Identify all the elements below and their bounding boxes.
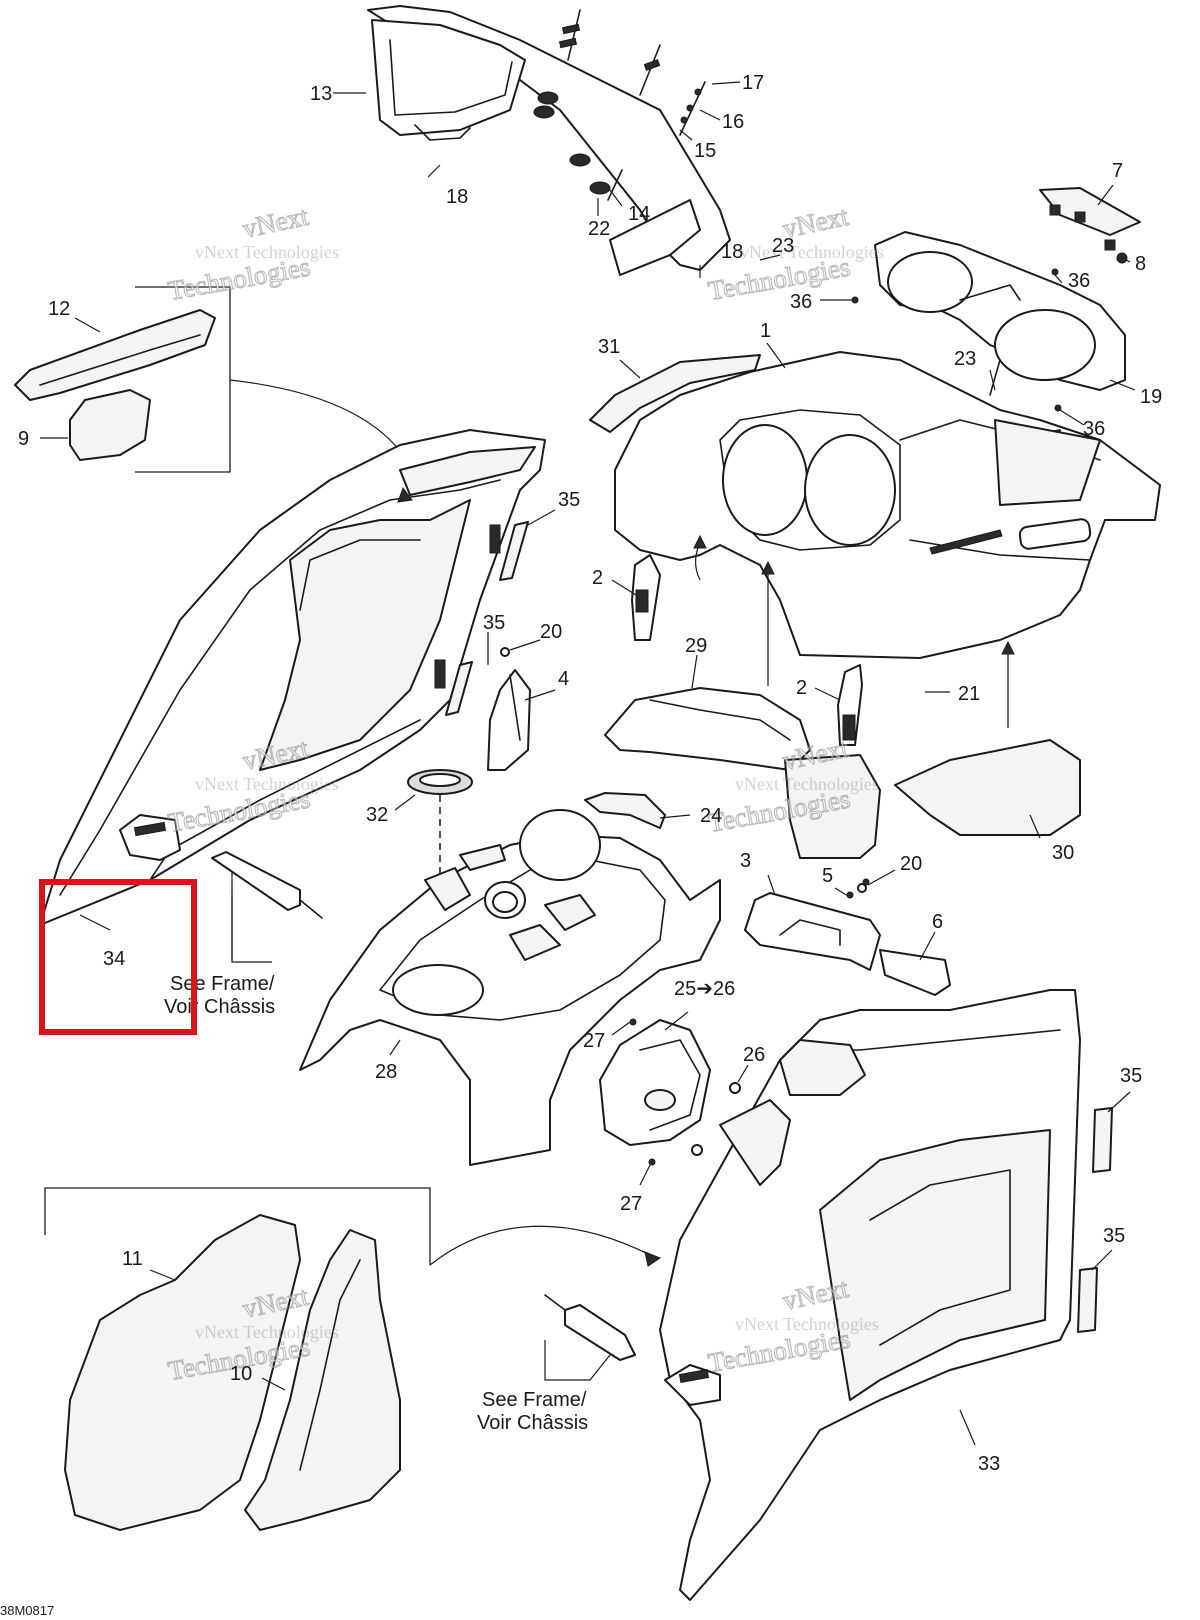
part-34-left-side-panel bbox=[39, 429, 546, 960]
inset-panel-9-12 bbox=[14, 286, 421, 491]
callout-36: 36 bbox=[1083, 418, 1105, 440]
part-31-trim bbox=[589, 354, 761, 433]
callout-27: 27 bbox=[620, 1193, 642, 1215]
callout-14: 14 bbox=[628, 203, 650, 225]
callout-30: 30 bbox=[1052, 842, 1074, 864]
callout-20: 20 bbox=[900, 853, 922, 875]
callout-22: 22 bbox=[588, 218, 610, 240]
callout-7: 7 bbox=[1112, 160, 1123, 182]
watermark-text: vNext Technologies bbox=[735, 1314, 879, 1334]
callout-11: 11 bbox=[122, 1248, 143, 1270]
callout-33: 33 bbox=[978, 1453, 1000, 1475]
callout-16: 16 bbox=[722, 111, 744, 133]
callout-8: 8 bbox=[1135, 253, 1146, 275]
drawing-code: 38M0817 bbox=[0, 1603, 54, 1618]
callout-32: 32 bbox=[366, 804, 388, 826]
callout-27: 27 bbox=[583, 1030, 605, 1052]
part-24-bracket bbox=[584, 792, 666, 829]
part-33-right-side-panel bbox=[659, 989, 1113, 1601]
watermark-text: vNext Technologies bbox=[735, 774, 879, 794]
callout-1: 1 bbox=[760, 320, 771, 342]
callout-10: 10 bbox=[230, 1363, 252, 1385]
callout-19: 19 bbox=[1140, 386, 1162, 408]
callout-5: 5 bbox=[822, 865, 833, 887]
callout-34: 34 bbox=[103, 948, 125, 970]
callout-35: 35 bbox=[558, 489, 580, 511]
callout-labels: 1 2 2 3 4 5 6 7 8 9 10 11 12 13 14 15 16… bbox=[18, 72, 1162, 1475]
callout-18: 18 bbox=[446, 186, 468, 208]
part-29-duct bbox=[604, 687, 811, 771]
callout-36: 36 bbox=[790, 291, 812, 313]
part-28-tank-cover bbox=[299, 809, 721, 1166]
callout-35: 35 bbox=[1120, 1065, 1142, 1087]
callout-4: 4 bbox=[558, 668, 569, 690]
callout-2: 2 bbox=[796, 677, 807, 699]
part-32-ring bbox=[407, 769, 473, 950]
watermark-text: vNext Technologies bbox=[195, 1322, 339, 1342]
pin-bolt-bottom bbox=[544, 1294, 636, 1381]
leader-lines bbox=[40, 81, 1136, 1446]
watermark-text: vNext bbox=[240, 201, 311, 244]
callout-3: 3 bbox=[740, 850, 751, 872]
watermark-text: vNext bbox=[780, 201, 851, 244]
callout-26: 26 bbox=[743, 1044, 765, 1066]
callout-6: 6 bbox=[932, 911, 943, 933]
callout-24: 24 bbox=[700, 805, 722, 827]
part-1-upper-body bbox=[614, 351, 1161, 659]
see-frame-note-line1: See Frame/ bbox=[482, 1389, 587, 1411]
part-3-5-6-brackets bbox=[744, 878, 951, 996]
inset-panel-10-11 bbox=[44, 1187, 651, 1531]
part-25-26-27-assembly bbox=[599, 1018, 741, 1166]
callout-20: 20 bbox=[540, 621, 562, 643]
callout-23: 23 bbox=[954, 348, 976, 370]
part-30-side-cover bbox=[784, 739, 1081, 859]
callout-13: 13 bbox=[310, 83, 332, 105]
see-frame-note-line2: Voir Châssis bbox=[477, 1412, 588, 1434]
callout-15: 15 bbox=[694, 140, 716, 162]
watermark-text: vNext Technologies bbox=[195, 242, 339, 262]
callout-9: 9 bbox=[18, 428, 29, 450]
part-19-gauge-housing bbox=[851, 187, 1141, 412]
trim-strips-35-left bbox=[445, 521, 529, 716]
callout-29: 29 bbox=[685, 635, 707, 657]
windshield-hardware bbox=[533, 9, 706, 201]
callout-12: 12 bbox=[48, 298, 70, 320]
callout-2: 2 bbox=[592, 567, 603, 589]
callout-23: 23 bbox=[772, 235, 794, 257]
callout-17: 17 bbox=[742, 72, 764, 94]
callout-35: 35 bbox=[483, 612, 505, 634]
watermark-text: vNext Technologies bbox=[740, 242, 884, 262]
see-frame-note-line1: See Frame/ bbox=[170, 973, 275, 995]
part-2-clips bbox=[631, 554, 863, 746]
callout-25-26: 25➔26 bbox=[674, 978, 735, 1000]
callout-28: 28 bbox=[375, 1061, 397, 1083]
part-4-bracket bbox=[487, 647, 531, 771]
highlight-box-34 bbox=[39, 879, 197, 1035]
watermark-text: vNext Technologies bbox=[195, 774, 339, 794]
callout-31: 31 bbox=[598, 336, 620, 358]
callout-18: 18 bbox=[721, 241, 743, 263]
pin-bolt-left bbox=[211, 851, 323, 963]
see-frame-note-line2: Voir Châssis bbox=[164, 996, 275, 1018]
callout-36: 36 bbox=[1068, 270, 1090, 292]
part-13-windshield bbox=[367, 5, 731, 276]
callout-35: 35 bbox=[1103, 1225, 1125, 1247]
callout-21: 21 bbox=[958, 683, 980, 705]
